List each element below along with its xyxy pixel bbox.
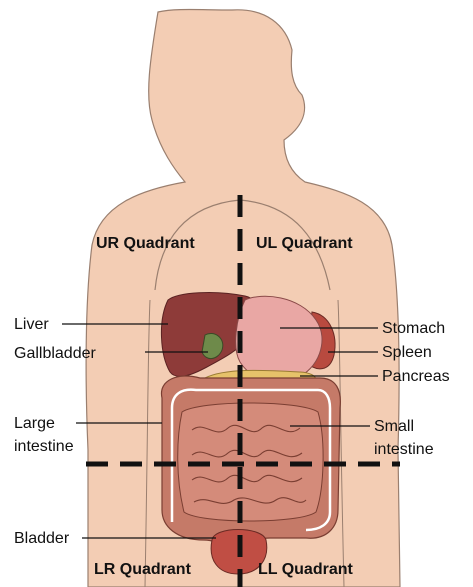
pancreas-label: Pancreas [382, 368, 450, 385]
lr-quadrant-label: LR Quadrant [94, 561, 192, 578]
ll-quadrant-label: LL Quadrant [258, 561, 353, 578]
liver-label: Liver [14, 316, 49, 333]
bladder-label: Bladder [14, 530, 70, 547]
gallbladder-label: Gallbladder [14, 345, 97, 362]
stomach-label: Stomach [382, 320, 445, 337]
ul-quadrant-label: UL Quadrant [256, 235, 353, 252]
small-intestine-label-line2: intestine [374, 441, 434, 458]
large-intestine-label-line1: Large [14, 415, 55, 432]
ur-quadrant-label: UR Quadrant [96, 235, 195, 252]
small-intestine-label-line1: Small [374, 418, 414, 435]
gallbladder [202, 333, 223, 358]
spleen-label: Spleen [382, 344, 432, 361]
large-intestine-label-line2: intestine [14, 438, 74, 455]
